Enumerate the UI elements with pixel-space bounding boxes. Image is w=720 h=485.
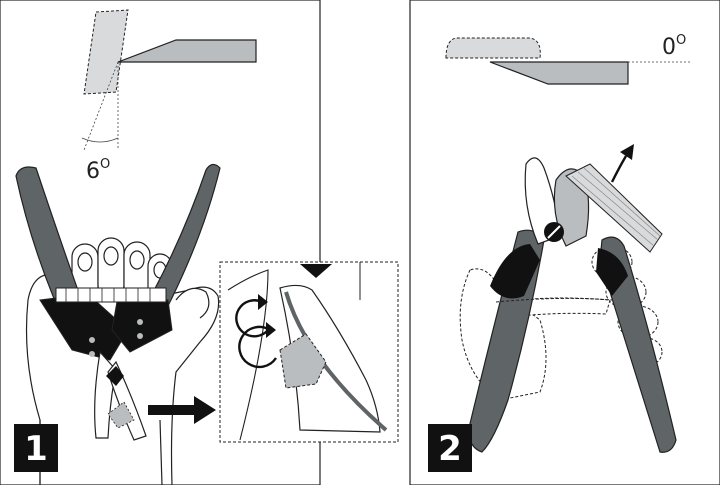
panel-2: 0O (409, 0, 720, 485)
rivet (137, 333, 143, 339)
step-number-2: 2 (438, 429, 462, 469)
rivet (89, 337, 95, 343)
pruning-shears-icon (15, 163, 221, 441)
arrow-right-icon (148, 396, 216, 424)
angle-arc (81, 137, 119, 143)
arrow-up-right-icon (610, 144, 634, 183)
blade-edge-shape (117, 39, 257, 63)
angle-label-2: 0O (662, 33, 686, 60)
step-number-1: 1 (24, 429, 48, 469)
angle-label-1: 6O (86, 157, 110, 184)
spring-coil (55, 287, 167, 303)
rivet (89, 351, 95, 357)
panel-1: 6O (0, 0, 321, 485)
sharpening-angle-diagram-1: 6O (81, 9, 257, 184)
stone-contact (107, 401, 135, 429)
right-hub (596, 248, 628, 296)
right-handle (599, 236, 677, 453)
inset-stone (279, 333, 327, 389)
step-badge-1: 1 (14, 424, 58, 472)
sharpening-angle-diagram-2: 0O (445, 33, 690, 85)
spring-line (495, 297, 613, 303)
rivet (137, 319, 143, 325)
left-hub (490, 244, 540, 299)
sharpening-stone-icon (83, 9, 129, 95)
sharpening-stone-icon (445, 37, 541, 59)
inset-blade-line (227, 269, 269, 441)
pruning-shears-icon (467, 157, 677, 453)
zoom-inset (219, 261, 399, 443)
pointer-triangle (300, 264, 332, 278)
step-badge-2: 2 (428, 424, 472, 472)
pivot-slot (547, 225, 561, 239)
pivot-nut (106, 366, 124, 386)
rotation-arrows-icon (235, 294, 277, 369)
blade-edge-shape (489, 61, 629, 85)
sharpening-stone-in-use (565, 163, 663, 253)
